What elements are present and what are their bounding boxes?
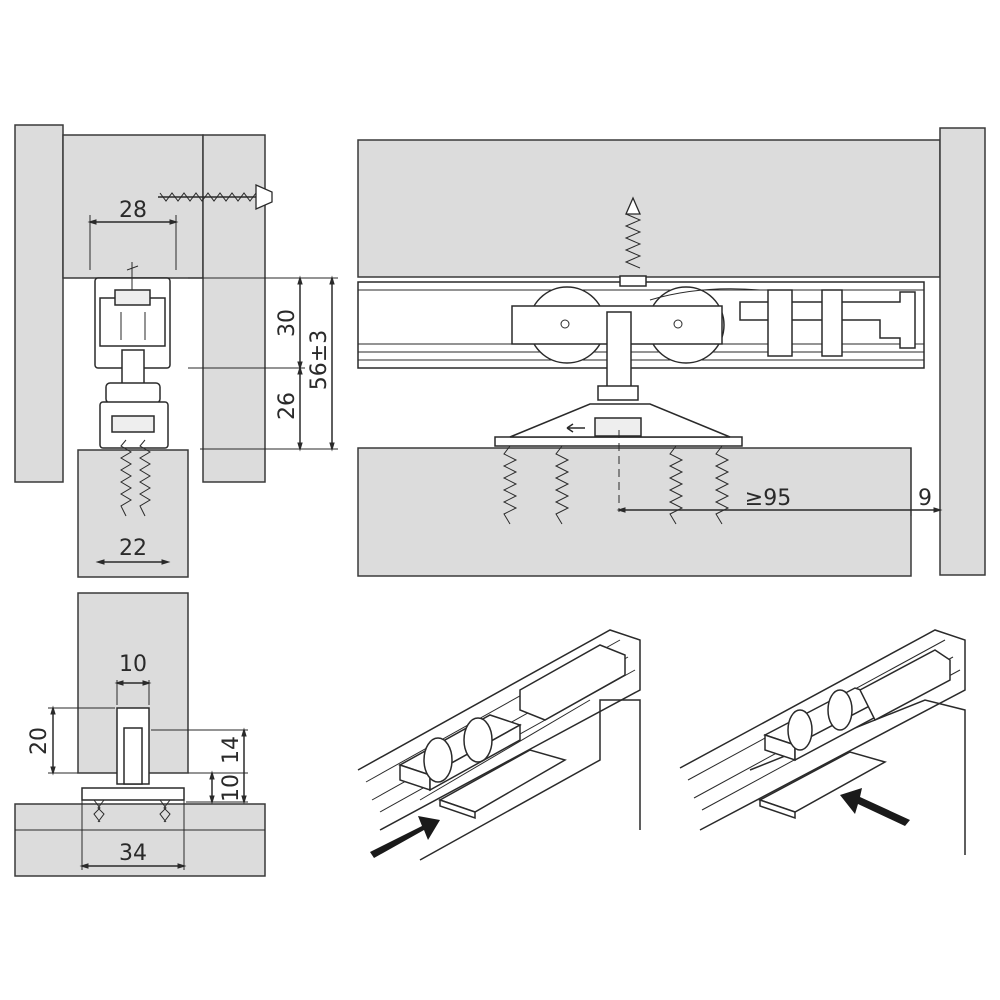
isometric-step-1 [357, 629, 641, 861]
door-leaf-section [77, 449, 189, 578]
dim-height-total: 56±3 [307, 330, 332, 390]
dim-height-30: 30 [275, 309, 300, 337]
dim-end-gap: 9 [918, 486, 932, 511]
insert-arrow-1 [370, 816, 440, 858]
mounting-screw-horizontal [158, 184, 273, 210]
ceiling-front [357, 139, 941, 278]
front-elevation-view: ≥95 9 [357, 127, 986, 577]
roller-carriage [494, 286, 743, 447]
carriage-iso-2 [758, 649, 951, 820]
floor-guide [81, 707, 185, 823]
insert-arrow-2 [840, 788, 910, 826]
floor-guide-section: 10 20 14 10 34 [14, 592, 266, 877]
dim-track-width: 28 [119, 198, 147, 223]
dim-guide-height-10: 10 [219, 774, 244, 802]
side-jamb [202, 134, 266, 483]
side-wall-right [939, 127, 986, 576]
side-section-view: 28 30 26 56±3 22 [14, 124, 338, 578]
dim-guide-height-14: 14 [219, 736, 244, 764]
dim-base-width: 34 [119, 841, 147, 866]
dim-height-26: 26 [275, 392, 300, 420]
dim-min-distance: ≥95 [745, 486, 791, 511]
ceiling-block [62, 134, 204, 279]
carriage-section [94, 262, 171, 449]
wall-left [14, 124, 64, 483]
ceiling-screw [619, 196, 647, 287]
door-leaf-front [357, 447, 912, 577]
isometric-step-2 [679, 629, 966, 855]
dim-groove-depth: 20 [27, 727, 52, 755]
end-stopper [649, 288, 916, 357]
dim-guide-width: 10 [119, 652, 147, 677]
door-screws [120, 439, 151, 517]
carriage-iso-1 [398, 644, 626, 820]
dim-door-thickness: 22 [119, 536, 147, 561]
